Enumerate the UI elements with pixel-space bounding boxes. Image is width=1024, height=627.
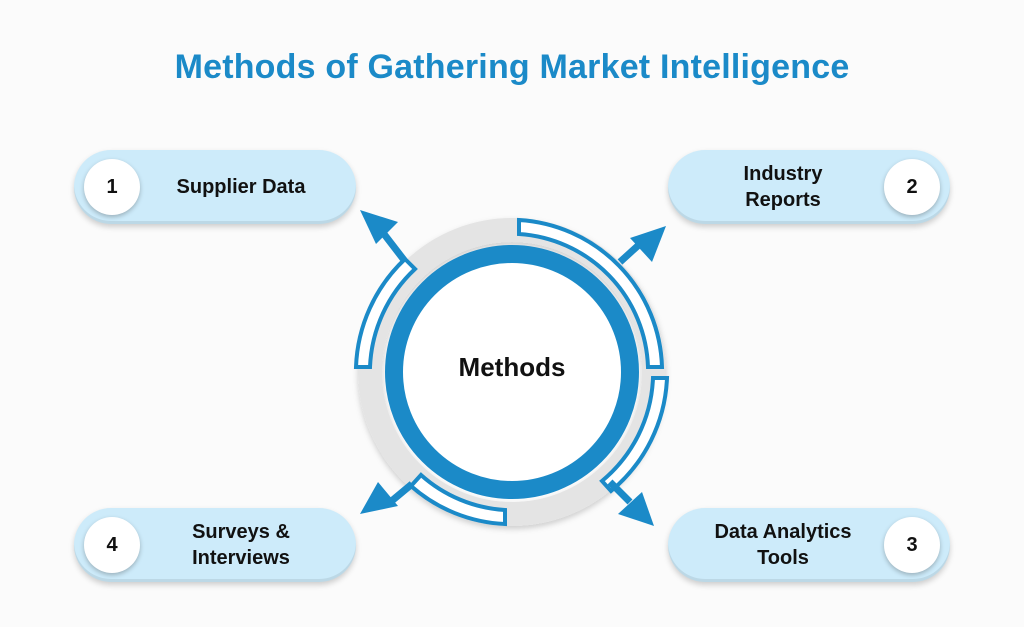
method-label-line: Reports	[745, 189, 821, 211]
center-label: Methods	[458, 352, 566, 382]
method-number-badge: 1	[84, 159, 140, 215]
inner-ring	[385, 245, 639, 499]
arrow-to-supplier-data	[360, 210, 407, 263]
method-card-surveys-interviews: 4 Surveys & Interviews	[74, 508, 356, 582]
method-label-line: Industry	[743, 163, 823, 185]
arrow-to-surveys-interviews	[360, 481, 415, 514]
method-label: Data Analytics Tools	[688, 508, 878, 582]
method-number-badge: 4	[84, 517, 140, 573]
method-card-industry-reports: Industry Reports 2	[668, 150, 950, 224]
method-card-data-analytics-tools: Data Analytics Tools 3	[668, 508, 950, 582]
method-label: Surveys & Interviews	[146, 508, 336, 582]
arc-band-bottom-right	[599, 376, 670, 494]
arc-band-top-right	[517, 217, 665, 369]
arrow-to-data-analytics-tools	[607, 479, 654, 526]
method-label-line: Supplier Data	[176, 176, 306, 198]
method-label-line: Interviews	[192, 547, 290, 569]
method-label-line: Tools	[757, 547, 809, 569]
arrow-to-industry-reports	[617, 226, 666, 265]
arc-band-bottom-left	[408, 472, 507, 527]
method-label-line: Surveys &	[192, 521, 290, 543]
method-number-badge: 3	[884, 517, 940, 573]
method-label: Industry Reports	[688, 150, 878, 224]
method-label: Supplier Data	[146, 150, 336, 224]
method-label-line: Data Analytics	[714, 521, 852, 543]
method-number-badge: 2	[884, 159, 940, 215]
outer-ring	[358, 218, 666, 526]
method-card-supplier-data: 1 Supplier Data	[74, 150, 356, 224]
arc-band-top-left	[353, 256, 418, 369]
page-title: Methods of Gathering Market Intelligence	[174, 48, 850, 86]
